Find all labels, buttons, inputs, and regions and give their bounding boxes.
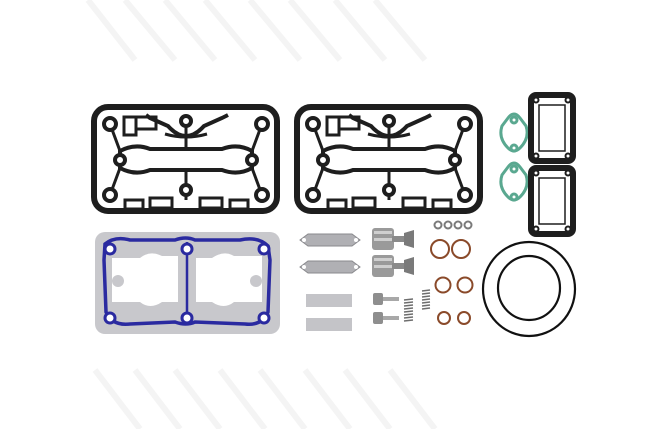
reed-valve-blank-1 [306, 294, 352, 307]
rect-gasket-bottom [528, 165, 576, 237]
screw-1 [373, 293, 399, 305]
small-washers [433, 220, 473, 230]
o-rings [481, 240, 577, 338]
copper-rings [430, 239, 474, 325]
head-gasket-2 [294, 104, 483, 214]
screw-2 [373, 312, 399, 324]
reed-valve-plate-2 [299, 260, 361, 274]
rect-gasket-top [528, 92, 576, 164]
head-gasket-1 [91, 104, 280, 214]
paper-gasket-bottom [499, 161, 529, 202]
valve-plate-gasket [95, 232, 280, 334]
unloader-valve-2 [372, 255, 414, 277]
watermark [85, 0, 438, 429]
spring-2 [421, 289, 431, 310]
paper-gasket-top [499, 112, 529, 153]
reed-valve-plate-1 [299, 233, 361, 247]
unloader-valve-1 [372, 228, 414, 250]
reed-valve-blank-2 [306, 318, 352, 331]
spring-1 [403, 298, 414, 322]
